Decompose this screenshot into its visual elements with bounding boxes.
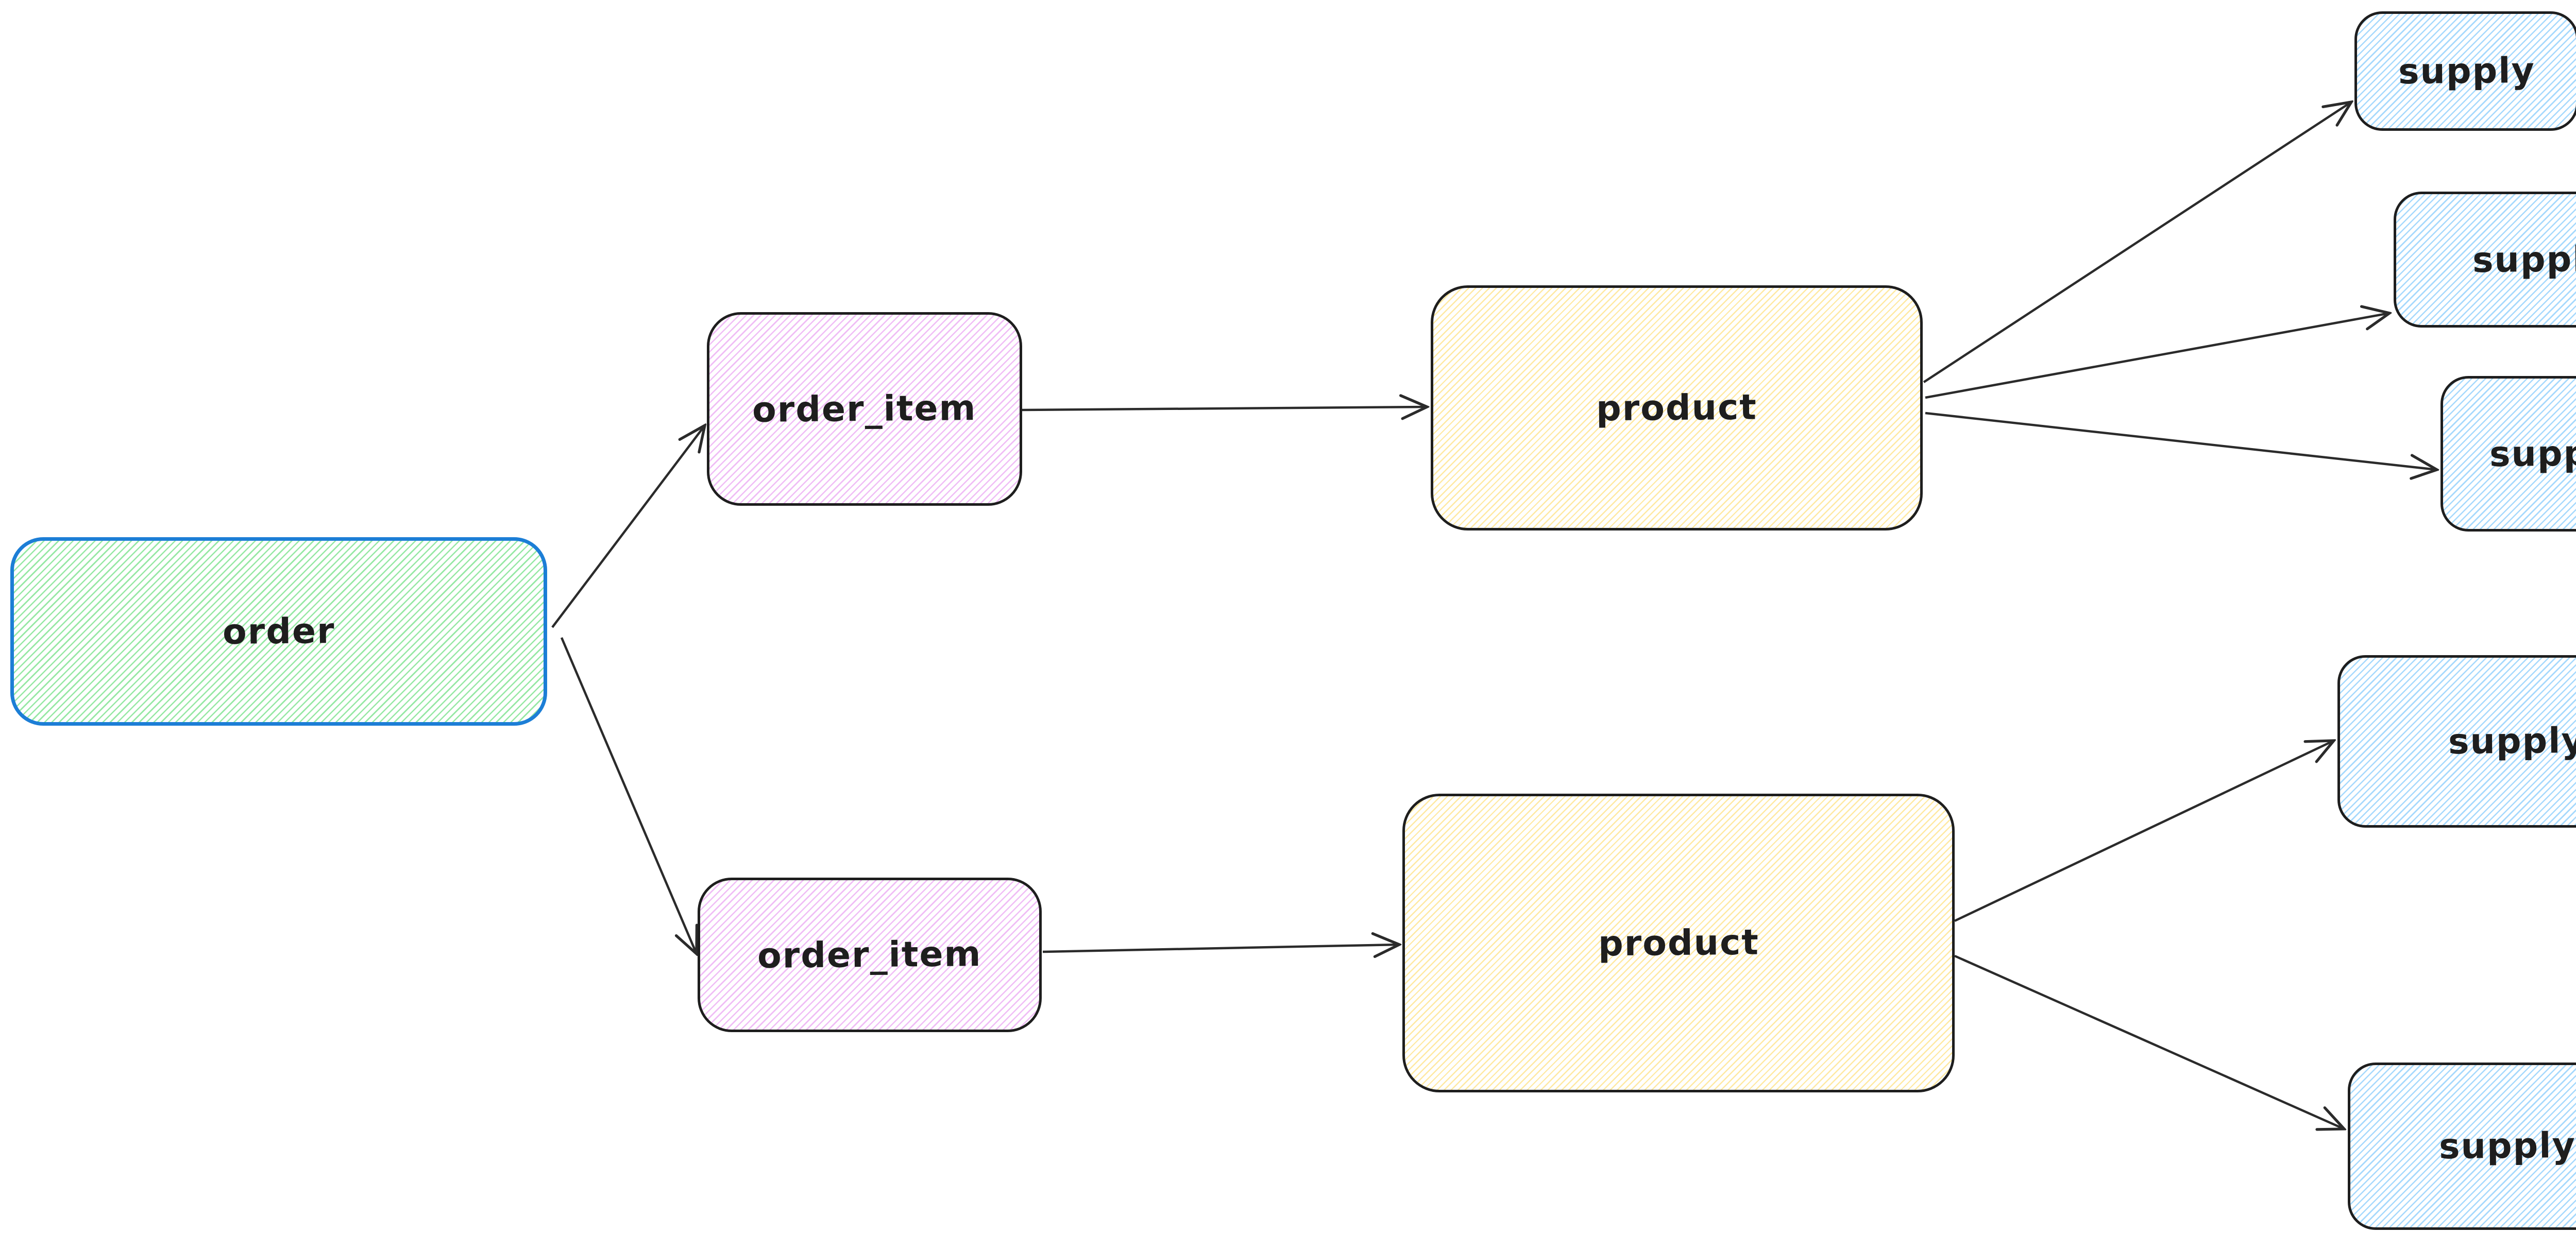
edge-product_2-to-supply_4[interactable] — [1954, 741, 2334, 922]
node-supply-1-label: supply — [2398, 50, 2535, 92]
node-supply-3[interactable]: supply — [2441, 376, 2576, 532]
node-product-1-label: product — [1596, 387, 1758, 429]
node-product-2[interactable]: product — [1402, 794, 1955, 1092]
edge-product_1-to-supply_2[interactable] — [1925, 313, 2389, 399]
node-order-item-1-label: order_item — [752, 387, 977, 431]
edge-order_item_2-to-product_2[interactable] — [1042, 945, 1399, 952]
edge-product_1-to-supply_1[interactable] — [1923, 102, 2351, 383]
edge-product_2-to-supply_5[interactable] — [1954, 954, 2344, 1129]
node-order-item-2[interactable]: order_item — [698, 878, 1042, 1032]
node-supply-2-label: supply — [2472, 238, 2576, 281]
node-supply-4[interactable]: supply — [2337, 655, 2576, 828]
node-supply-3-label: supply — [2489, 433, 2576, 475]
node-supply-1[interactable]: supply — [2354, 11, 2576, 131]
node-order[interactable]: order — [10, 537, 547, 726]
edge-order-to-order_item_2[interactable] — [560, 637, 697, 954]
edge-order_item_1-to-product_1[interactable] — [1022, 407, 1427, 410]
node-product-2-label: product — [1598, 922, 1759, 964]
node-supply-4-label: supply — [2448, 720, 2576, 763]
edge-order-to-order_item_1[interactable] — [551, 425, 705, 628]
node-supply-2[interactable]: supply — [2394, 192, 2576, 328]
node-product-1[interactable]: product — [1431, 285, 1923, 530]
node-order-item-2-label: order_item — [757, 933, 982, 977]
node-order-label: order — [222, 610, 335, 653]
edge-product_1-to-supply_3[interactable] — [1925, 412, 2437, 470]
node-supply-5-label: supply — [2438, 1125, 2576, 1168]
node-supply-5[interactable]: supply — [2348, 1063, 2576, 1230]
node-order-item-1[interactable]: order_item — [707, 312, 1022, 506]
